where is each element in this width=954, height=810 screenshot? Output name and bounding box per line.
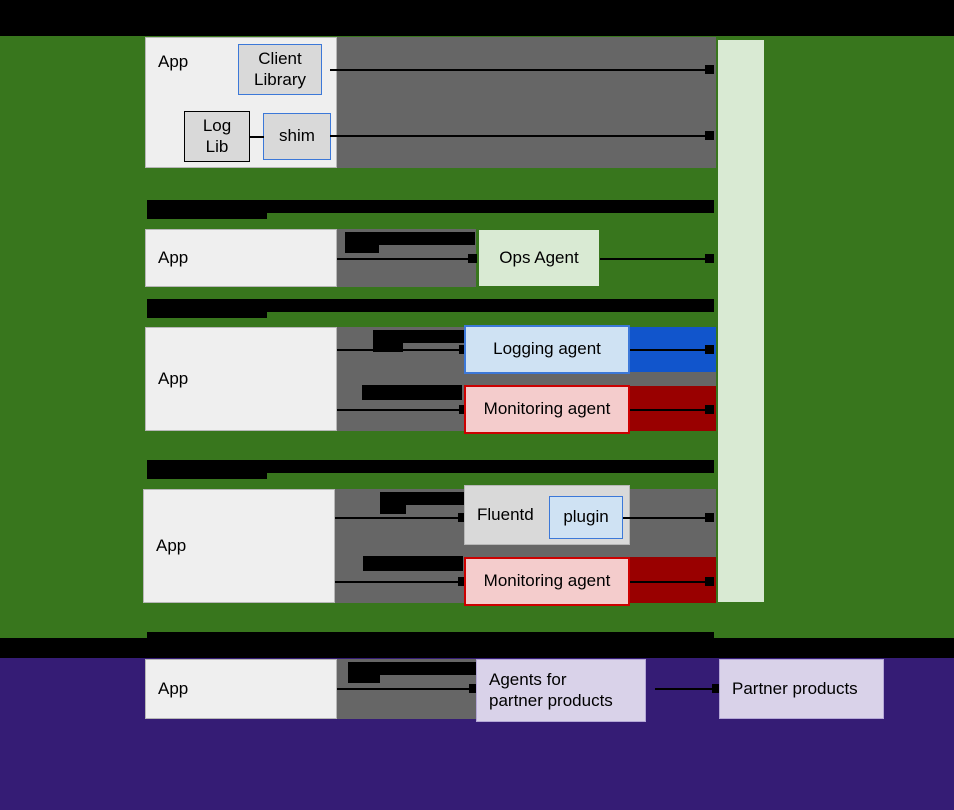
client-library-connector-arrowhead <box>705 65 714 74</box>
row4-app-box: App <box>143 489 335 603</box>
row4-app-to-fluentd-arrowhead <box>458 513 467 522</box>
loglib-shim-connector <box>250 136 264 138</box>
agents-to-partner-arrowhead <box>712 684 721 693</box>
row3-monitoring-to-cloud-connector <box>630 409 708 411</box>
agents-to-partner-connector <box>655 688 717 690</box>
logging-agent-to-cloud-arrowhead <box>705 345 714 354</box>
row4-monitoring-agent-box: Monitoring agent <box>464 557 630 606</box>
row4-app-to-fluentd-connector <box>335 517 463 519</box>
redaction-bar-row3-title-b <box>147 299 714 312</box>
row5-app-to-agents-arrowhead <box>469 684 478 693</box>
redaction-bar-row5-link-b <box>348 662 380 683</box>
logging-agent-box: Logging agent <box>464 325 630 374</box>
row3-app-box: App <box>145 327 337 431</box>
redaction-bar-row3-link-b <box>373 330 403 352</box>
log-lib-box: Log Lib <box>184 111 250 162</box>
ops-agent-to-cloud-arrowhead <box>705 254 714 263</box>
shim-connector-arrowhead <box>705 131 714 140</box>
row4-red-strip <box>630 557 716 603</box>
row5-app-box: App <box>145 659 337 719</box>
redaction-bar-row4-title-b <box>147 460 714 473</box>
ops-agent-box: Ops Agent <box>478 229 600 287</box>
row2-app-box: App <box>145 229 337 287</box>
row3-app-to-logging-connector <box>337 349 465 351</box>
row3-monitoring-to-cloud-arrowhead <box>705 405 714 414</box>
row3-app-to-monitoring-connector <box>337 409 465 411</box>
row5-app-to-agents-connector <box>337 688 473 690</box>
row2-app-to-ops-connector <box>337 258 471 260</box>
cloud-destination-column <box>716 38 766 604</box>
redaction-bar-row5-link-a <box>348 662 476 675</box>
row4-monitoring-to-cloud-arrowhead <box>705 577 714 586</box>
row1-grey-overlay <box>337 37 716 168</box>
redaction-bar-row2-link-b <box>345 232 379 253</box>
client-library-connector <box>330 69 708 71</box>
redaction-bar-row3-link-c <box>362 385 462 400</box>
redaction-bar-row4-link-b <box>380 492 406 514</box>
partner-products-box: Partner products <box>719 659 884 719</box>
row3-app-to-logging-arrowhead <box>459 345 468 354</box>
redaction-bar-row4-link-c <box>363 556 463 571</box>
client-library-box: Client Library <box>238 44 322 95</box>
shim-connector <box>330 135 708 137</box>
ops-agent-to-cloud-connector <box>600 258 708 260</box>
row3-app-to-monitoring-arrowhead <box>459 405 468 414</box>
fluentd-plugin-box: plugin <box>549 496 623 539</box>
row4-app-to-monitoring-connector <box>335 581 463 583</box>
shim-box: shim <box>263 113 331 160</box>
redaction-bar-row2-title-b <box>147 200 714 213</box>
redaction-bar-row5-title <box>147 632 714 654</box>
fluentd-plugin-to-cloud-arrowhead <box>705 513 714 522</box>
row4-monitoring-to-cloud-connector <box>630 581 708 583</box>
row4-app-to-monitoring-arrowhead <box>458 577 467 586</box>
row3-red-strip <box>630 386 716 431</box>
fluentd-plugin-to-cloud-connector <box>623 517 708 519</box>
row3-monitoring-agent-box: Monitoring agent <box>464 385 630 434</box>
logging-agent-to-cloud-connector <box>630 349 708 351</box>
row2-app-to-ops-arrowhead <box>468 254 477 263</box>
agents-for-partner-products-box: Agents for partner products <box>476 659 646 722</box>
